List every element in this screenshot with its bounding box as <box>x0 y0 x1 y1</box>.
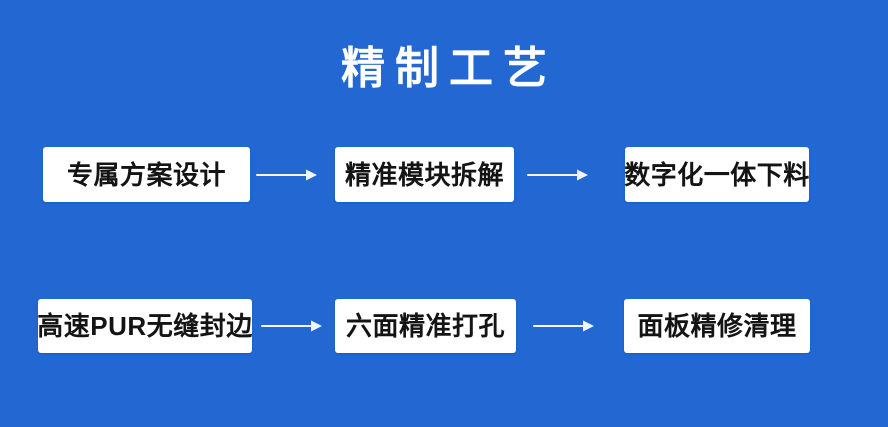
step-label: 六面精准打孔 <box>345 311 505 341</box>
step-box-module-disassembly: 精准模块拆解 <box>335 147 514 202</box>
right-arrow-icon <box>524 147 592 202</box>
page-title: 精制工艺 <box>341 44 557 93</box>
step-box-plan-design: 专属方案设计 <box>43 147 250 202</box>
step-label: 专属方案设计 <box>66 159 226 190</box>
right-arrow-icon <box>529 299 599 353</box>
step-label: 精准模块拆解 <box>344 159 504 190</box>
right-arrow-icon <box>253 147 321 202</box>
step-box-pur-edge-banding: 高速PUR无缝封边 <box>37 299 253 353</box>
step-label: 高速PUR无缝封边 <box>37 311 253 341</box>
step-box-precision-drilling: 六面精准打孔 <box>335 299 516 353</box>
step-label: 面板精修清理 <box>637 311 797 341</box>
step-label: 数字化一体下料 <box>624 159 810 190</box>
step-box-digital-cutting: 数字化一体下料 <box>624 147 810 202</box>
step-box-panel-finishing: 面板精修清理 <box>624 299 810 353</box>
right-arrow-icon <box>257 299 327 353</box>
